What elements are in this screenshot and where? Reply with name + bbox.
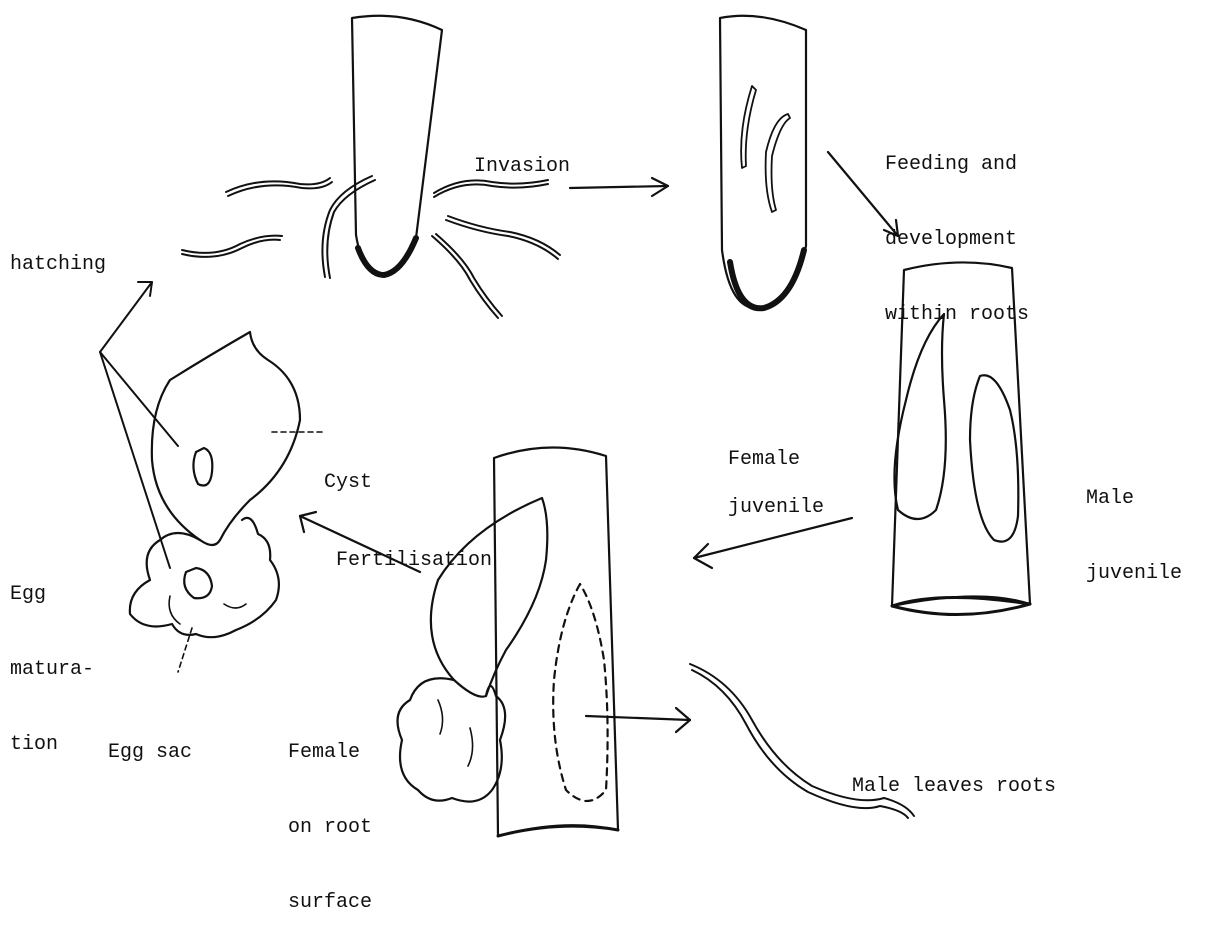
label-invasion: Invasion [474,104,570,204]
label-egg-maturation: Egg matura- tion [10,532,94,782]
label-fertilisation: Fertilisation [336,498,492,598]
egg-maturation-pointers [100,282,178,568]
label-female-on-root: Female on root surface [288,690,372,940]
cyst-egg-sac [130,518,279,637]
root-tip-invasion [352,16,442,275]
label-feeding: Feeding and development within roots [885,102,1029,352]
root-tip-feeding [720,16,806,309]
label-egg-sac: Egg sac [108,690,192,790]
label-male-juvenile: Male juvenile [1086,436,1182,611]
label-male-leaves-roots: Male leaves roots [852,724,1056,824]
cyst [152,332,300,545]
label-female-juvenile: Female juvenile [728,420,824,532]
label-hatching: hatching [10,202,106,302]
male-in-root-shape [553,584,607,801]
cyst-eggs-shape [193,448,212,486]
egg-sac-shape [398,678,506,801]
arrow-invasion-to-feeding [570,178,668,196]
nematode-life-cycle-diagram: Invasion Feeding and development within … [0,0,1211,844]
male-juvenile-shape [970,375,1018,541]
arrow-male-leaves [586,708,690,732]
